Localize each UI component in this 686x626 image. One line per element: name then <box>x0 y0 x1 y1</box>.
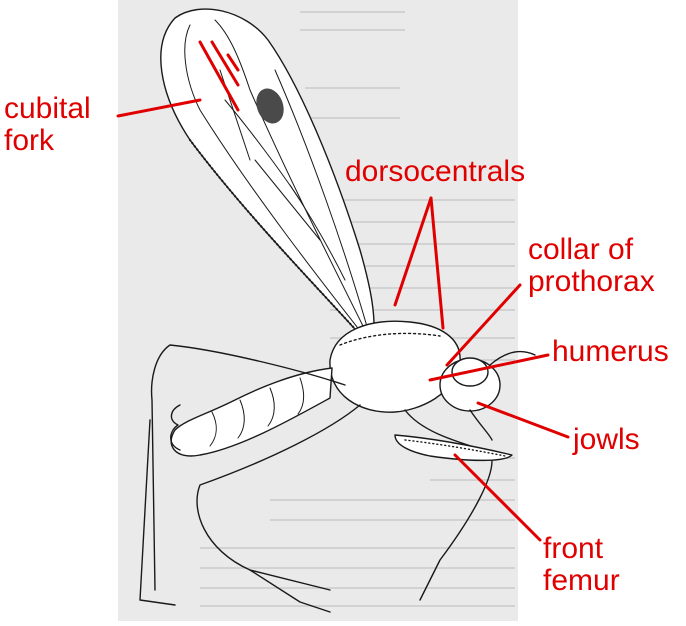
label-humerus: humerus <box>552 336 669 368</box>
label-dorsocentrals: dorsocentrals <box>345 156 525 188</box>
label-front-femur: front femur <box>543 533 620 597</box>
label-jowls: jowls <box>573 424 640 456</box>
label-cubital-fork: cubital fork <box>4 93 91 157</box>
label-front-femur-line1: front <box>543 533 620 565</box>
label-collar-of-prothorax: collar of prothorax <box>528 234 655 298</box>
label-front-femur-line2: femur <box>543 565 620 597</box>
label-cubital-fork-line2: fork <box>4 125 91 157</box>
label-cubital-fork-line1: cubital <box>4 93 91 125</box>
label-collar-line1: collar of <box>528 234 655 266</box>
label-collar-line2: prothorax <box>528 266 655 298</box>
